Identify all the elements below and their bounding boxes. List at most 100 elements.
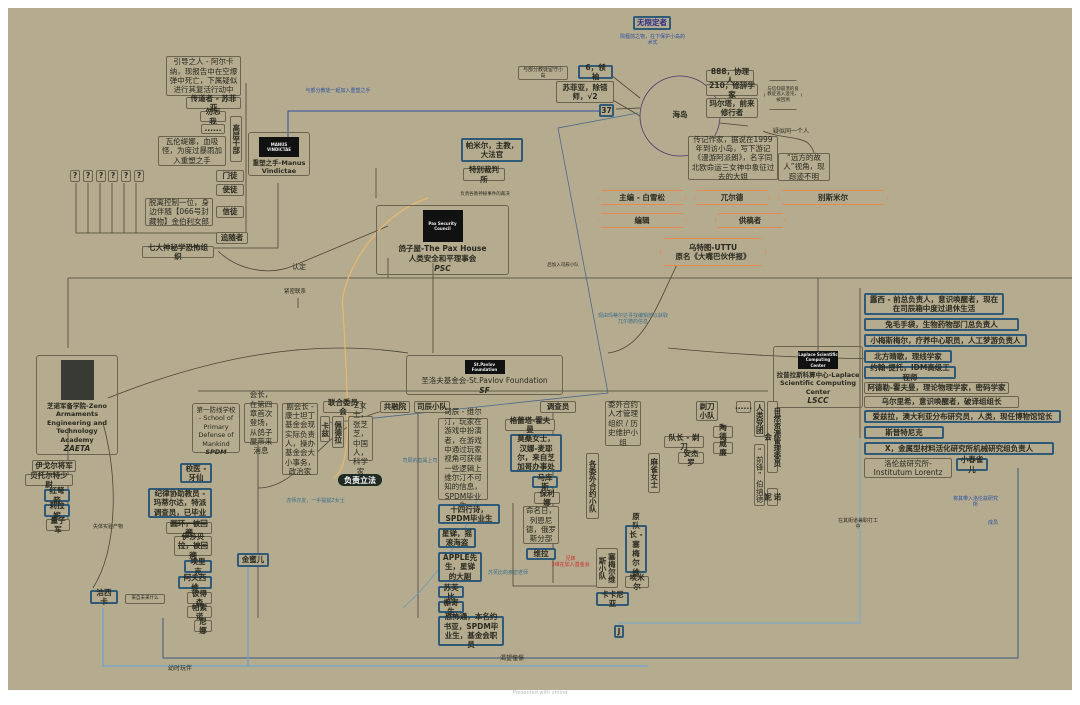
manus-leader-5[interactable]: 瓦伦缇娜，血吸怪，为度过暴雨加入重塑之手 [158, 136, 226, 166]
blade-member-3[interactable]: 安杰罗 [678, 449, 704, 467]
node-sameiersi[interactable]: 塞梅尔维斯小队 [596, 548, 618, 588]
node-manus-vindictae[interactable]: MANUS VINDICTAE 重塑之手-Manus Vindictae [248, 132, 310, 176]
inv-member-4[interactable]: 保利娜 [534, 489, 560, 507]
inv-member-2[interactable]: 莫桑女士，汉娜-麦耶尔，来自芝加哥办事处 [510, 434, 562, 472]
inv-member-3[interactable]: 马库斯 [532, 473, 558, 491]
node-sichen-team[interactable]: 司辰小队 [414, 401, 450, 413]
node-xiaochunque[interactable]: 小春雀儿 [956, 455, 988, 474]
node-zeta[interactable]: 芝诺军备学院-Zeno Armaments Engineering and Te… [36, 355, 118, 455]
node-human-party[interactable]: 人类党团 [754, 401, 765, 437]
zeta-member-5[interactable]: 量子军 [46, 516, 70, 534]
node-wuxiandingzhe[interactable]: 无限定者 [633, 16, 671, 30]
uttu-contributor[interactable]: 供稿者 [715, 213, 785, 228]
island-right-2[interactable]: 210，修辞学家 [706, 81, 758, 99]
uttu-editor[interactable]: 编辑 [598, 213, 686, 228]
jessica-note[interactable]: 来自未来什么 [125, 594, 165, 604]
manus-rank-apostle[interactable]: 使徒 [216, 184, 244, 196]
zeta-member-4[interactable]: 莉拉妮 [44, 501, 70, 520]
node-biographer[interactable]: 传记作家，据说在1999年到访小岛，写下游记《漫游阿派朗》，名字同北欧命运三女神… [688, 135, 778, 181]
sameiersi-member-2[interactable]: 埃米尔 [625, 573, 649, 591]
node-spdm[interactable]: 第一防线学校 - School of Primary Defense of Ma… [192, 403, 240, 456]
sichen-member-3[interactable]: 星锑，摇滚海盗 [438, 528, 476, 548]
sameiersi-member-1[interactable]: 原队长 - 塞梅尔维斯 [625, 512, 647, 586]
spdm-member-2[interactable]: 纪律协助教员 - 玛蒂尔达，特派调查员，已毕业 [148, 488, 212, 518]
manus-leader-3[interactable]: 勿忘我 [200, 107, 226, 126]
spdm-member-5[interactable]: 埃里克 [184, 557, 212, 576]
manus-leader-1[interactable]: 引导之人 - 阿尔卡纳，现报告中在空爆弹中死亡，下属疑似进行其复活行动中 [166, 56, 241, 96]
island-right-3[interactable]: 玛尔塔，前来修行者 [706, 98, 758, 118]
qmark-3[interactable]: ? [96, 170, 106, 182]
node-nature-committee[interactable]: 自然资源管理委员会 [764, 401, 782, 473]
node-special-court[interactable]: 特别裁判所 [463, 165, 505, 184]
island-right-note[interactable]: 与信仰崩溃的良教徒逃入混沌，被回溯 [764, 80, 802, 110]
spdm-member-1[interactable]: 校医 - 牙仙 [180, 463, 212, 483]
sichen-member-6[interactable]: 槲寄生 [438, 598, 464, 616]
laplace-member-2[interactable]: 兔毛手袋，生物药物部门总负责人 [864, 318, 1019, 331]
qmark-6[interactable]: ? [134, 170, 144, 182]
node-dots[interactable]: ...... [734, 401, 753, 413]
inv-member-1[interactable]: 格蕾塔-霍夫曼 [505, 416, 555, 434]
node-jessica[interactable]: 洁西卡 [90, 588, 118, 606]
manus-leader-4[interactable]: ...... [201, 124, 225, 134]
node-laplace[interactable]: Laplace Scientific Computing Center 拉普拉斯… [773, 346, 863, 408]
sichen-member-2[interactable]: 十四行诗，SPDM毕业生 [438, 504, 500, 524]
manus-rank-disciple[interactable]: 门徒 [216, 170, 244, 182]
node-investigator[interactable]: 调查员 [540, 401, 576, 413]
island-right-1[interactable]: 888，协理人 [706, 67, 754, 85]
sichen-member-7[interactable]: 恐怖通，本名约书亚，SPDM毕业生，基金会职员 [438, 612, 504, 649]
node-lorentz[interactable]: 洛伦兹研究所-Institutum Lorentz [864, 458, 952, 478]
node-st-pavlov-foundation[interactable]: St.Pavlov Foundation 圣洛夫基金会-St.Pavlov Fo… [406, 355, 563, 395]
node-kakaniya[interactable]: 卡卡尼亚 [596, 590, 629, 608]
sichen-member-4[interactable]: APPLE先生，星锑的大副 [438, 552, 482, 582]
node-gongrong[interactable]: 共融院 [380, 401, 410, 413]
node-outsource[interactable]: 委外合约人才管理组织 / 历史维护小组 [605, 400, 641, 447]
spdm-member-6[interactable]: 阿夫西维 [178, 573, 212, 592]
qmark-2[interactable]: ? [83, 170, 93, 182]
spdm-member-9[interactable]: 尼娜 [194, 617, 212, 635]
laplace-member-10[interactable]: X，金属型材料活化研究所机械研究组负责人 [864, 442, 1054, 455]
sichen-member-1[interactable]: 司辰 - 维尔汀，玩家在游戏中扮演者，在游戏中通过玩家视角可获得一些逻辑上维尔汀… [438, 407, 488, 510]
laplace-member-1[interactable]: 露西 - 前总负责人，意识唤醒者，现在在司辰箱中度过退休生活 [864, 293, 1004, 315]
zeta-member-3[interactable]: 红弩箭 [44, 486, 70, 505]
spdm-member-7[interactable]: 彼得森 [187, 589, 212, 607]
blade-member-2[interactable]: 陶德 [713, 423, 733, 441]
island-left-2[interactable]: 苏菲亚，除错师，√2 [556, 81, 614, 103]
outsource-teams[interactable]: 各委外合约小队 [586, 453, 599, 519]
blade-member-1[interactable]: 队长 - 剃刀 [664, 433, 704, 451]
blade-member-4[interactable]: 威廉 [713, 439, 733, 457]
node-far-friend[interactable]: “远方的故人”视角，现踪迹不明 [778, 153, 830, 181]
manus-rank-follower[interactable]: 追随者 [216, 232, 248, 244]
node-island[interactable]: 海岛 [672, 110, 688, 120]
node-uttu[interactable]: 乌特图-UTTU 原名《大嘴巴伙伴报》 [660, 238, 766, 266]
zeta-member-2[interactable]: 贝托尔特少尉 [25, 471, 73, 489]
manus-believer-note[interactable]: 脱离控制一位，身边伴随【066号封藏物】金伯利女郎 [145, 198, 213, 226]
zeta-member-1[interactable]: 伊戈尔将军 [32, 460, 76, 472]
laplace-member-5[interactable]: 约翰-提托，IDM高级工程师 [864, 363, 956, 382]
spdm-member-4[interactable]: 伊莎贝拉，被回溯 [174, 532, 212, 560]
node-jinmier[interactable]: 金蜜儿 [237, 553, 269, 567]
qmark-5[interactable]: ? [121, 170, 131, 182]
committee-member-2[interactable]: 佩德拉 [332, 416, 344, 448]
sichen-member-5[interactable]: 苏芙比 [438, 583, 464, 601]
committee-member-1[interactable]: 卡兹 [320, 416, 330, 442]
node-vice-president[interactable]: 副会长 - 康士坦丁基金会现实际负责人，操办基金会大小事务，政治家 [282, 402, 318, 476]
island-left-note[interactable]: 与部分教徒留守小岛 [518, 66, 568, 80]
node-vanguard[interactable]: “前锋”伯纳德 [754, 444, 765, 506]
inv-member-6[interactable]: 维拉 [526, 548, 556, 560]
committee-member-3[interactable]: Z女士，张芝芝，中国人，科学家 [348, 401, 373, 476]
uttu-editor-in-chief[interactable]: 主编 - 白雪松 [598, 190, 686, 205]
spdm-member-8[interactable]: 帕索诺 [187, 603, 212, 621]
node-nuoni[interactable]: 诺妮 [764, 488, 782, 506]
node-pax-house[interactable]: Pax Security Council 鸽子屋-The Pax House 人… [376, 205, 509, 275]
laplace-member-4[interactable]: 北方晴歌，理线学家 [864, 350, 952, 363]
laplace-member-6[interactable]: 阿德勒-霍夫曼，理论物理学家，密码学家 [864, 382, 1009, 394]
manus-rank-believer[interactable]: 信徒 [216, 206, 244, 218]
laplace-member-9[interactable]: 斯普特尼克 [864, 426, 944, 439]
qmark-1[interactable]: ? [70, 170, 80, 182]
laplace-member-3[interactable]: 小梅斯梅尔，疗养中心职员，人工梦游负责人 [864, 334, 1027, 347]
laplace-member-8[interactable]: 爱兹拉，澳大利亚分布研究员，人类，现任博物馆馆长 [864, 410, 1061, 423]
qmark-4[interactable]: ? [108, 170, 118, 182]
node-blade-team[interactable]: 剃刀小队 [696, 401, 718, 421]
outsource-sparrow[interactable]: 麻雀女士 [648, 453, 660, 493]
manus-leader-2[interactable]: 传道者 - 苏菲亚 [186, 94, 241, 112]
